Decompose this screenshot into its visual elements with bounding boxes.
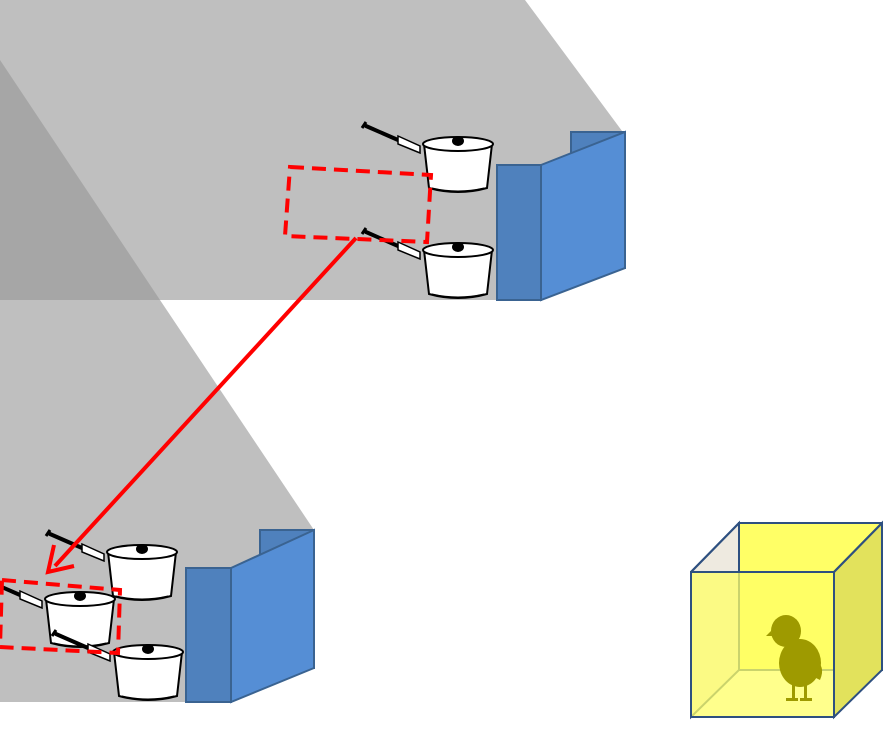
chick-icon: [766, 615, 823, 701]
displacement-arrow: [45, 236, 358, 575]
lower-dashed-region: [0, 577, 123, 656]
upper-floor-shadow: [0, 60, 160, 300]
lower-screen: [185, 528, 315, 704]
upper-floor: [0, 0, 625, 300]
chick-box: [690, 520, 883, 720]
upper-dashed-region: [282, 164, 434, 245]
upper-screen: [496, 130, 626, 302]
